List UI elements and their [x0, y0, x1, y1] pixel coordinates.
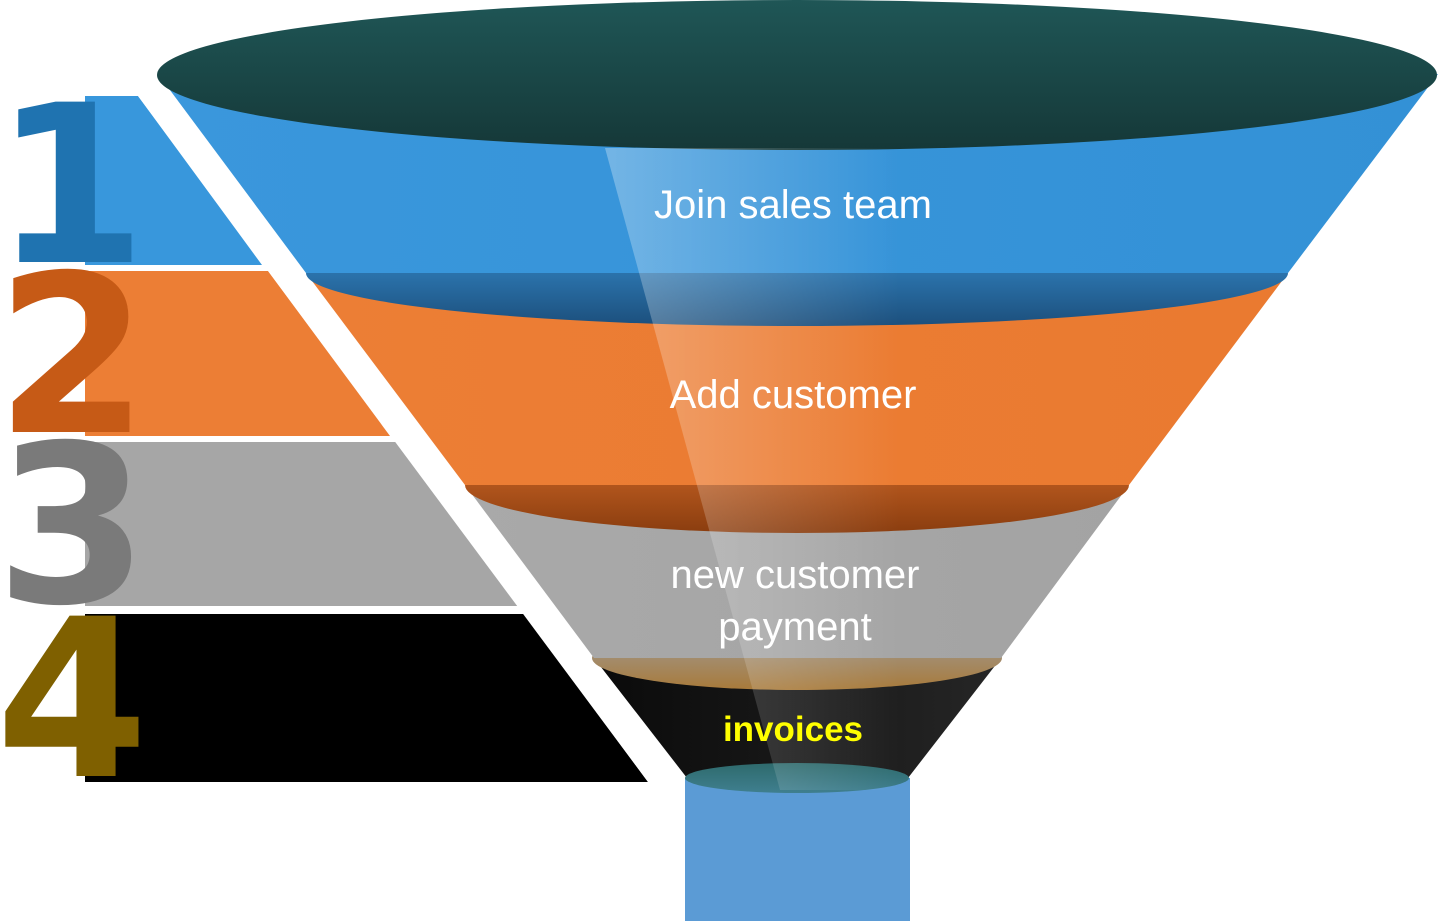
stage-label-3-line2: payment: [718, 605, 871, 649]
funnel-shine: [605, 148, 900, 790]
funnel-spout: [685, 778, 910, 921]
band-3: [85, 442, 518, 606]
separator-stroke: [138, 96, 670, 782]
stage-label-1: Join sales team: [654, 183, 932, 227]
step-number-2: 2: [0, 228, 149, 484]
stage-label-3-line1: new customer: [671, 553, 920, 597]
stage-labels: Join sales team Add customer new custome…: [654, 183, 932, 749]
funnel: [157, 0, 1438, 921]
band-2: [85, 271, 390, 436]
stage-label-4: invoices: [723, 710, 863, 749]
step-number-4: 4: [0, 572, 149, 828]
funnel-rim: [157, 0, 1437, 150]
band-1: [85, 96, 262, 265]
step-bands: [85, 96, 648, 782]
step-number-1: 1: [0, 58, 147, 314]
band-4: [85, 614, 648, 782]
stage-label-2: Add customer: [670, 373, 917, 417]
step-numbers: 1 2 3 4: [0, 58, 149, 828]
step-number-3: 3: [0, 398, 149, 654]
